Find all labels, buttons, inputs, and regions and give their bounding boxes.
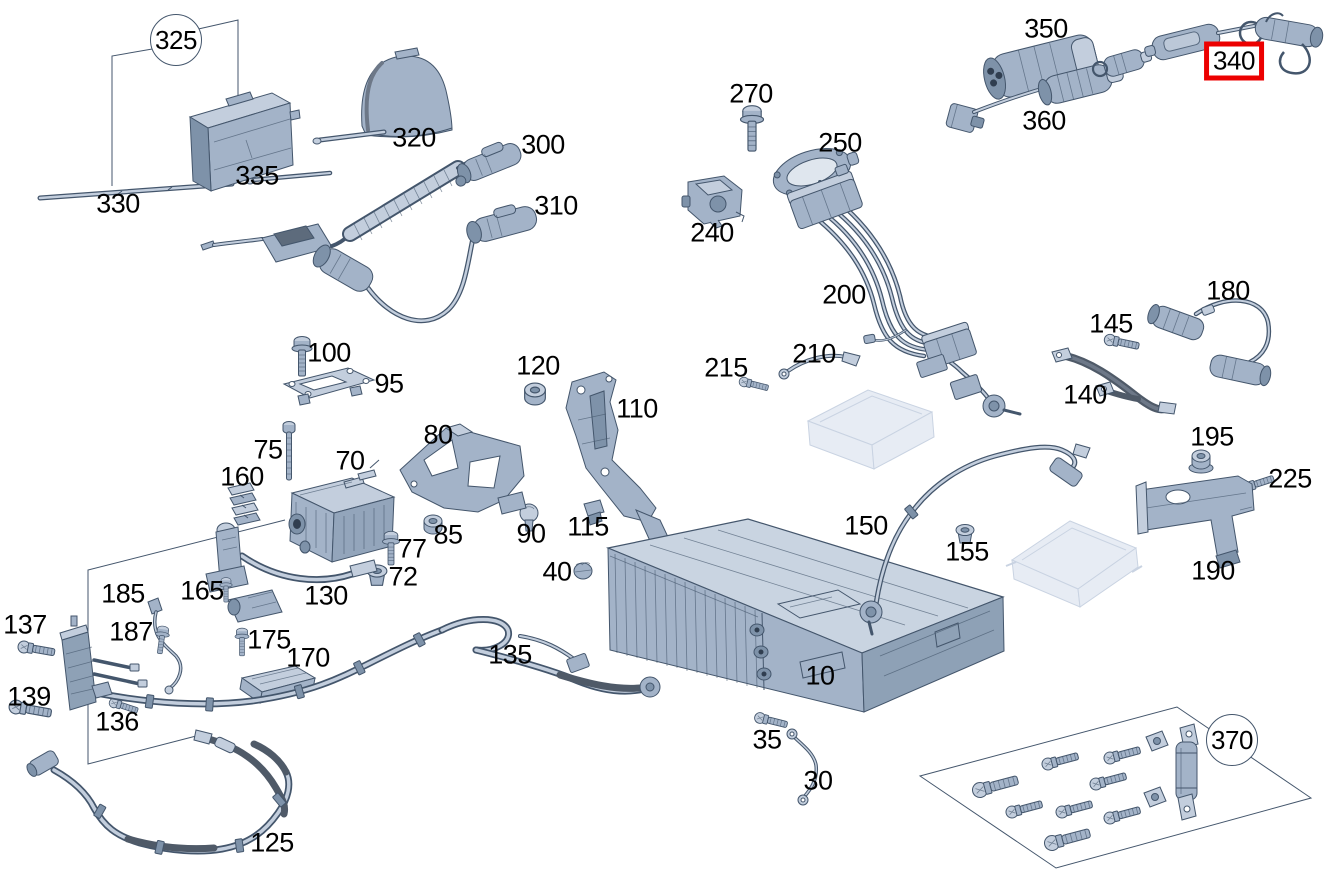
- callout-70[interactable]: 70: [335, 445, 365, 476]
- callout-187[interactable]: 187: [109, 616, 153, 647]
- callout-72[interactable]: 72: [388, 561, 418, 592]
- callout-110[interactable]: 110: [616, 393, 658, 424]
- callout-10[interactable]: 10: [805, 660, 835, 691]
- part-30-ground-cable: [786, 728, 819, 806]
- part-330-test-rod: [37, 170, 333, 201]
- callout-160[interactable]: 160: [220, 461, 264, 492]
- callout-195[interactable]: 195: [1190, 421, 1234, 452]
- part-340-cap-assembly: [1091, 12, 1324, 78]
- kit-370-outline: [918, 706, 1313, 869]
- part-180-jumper-cable: [1147, 298, 1272, 387]
- ghost-module-upper: [806, 389, 935, 470]
- part-300-charging-cable-coiled: [200, 141, 522, 263]
- callout-165[interactable]: 165: [180, 575, 224, 606]
- callout-130[interactable]: 130: [304, 580, 348, 611]
- part-200-hv-wiring-harness: [786, 163, 1022, 418]
- callout-40[interactable]: 40: [542, 556, 572, 587]
- callout-185[interactable]: 185: [101, 578, 145, 609]
- part-150-vent-cable: [859, 443, 1091, 636]
- callout-300[interactable]: 300: [521, 129, 565, 160]
- part-310-charging-cable: [312, 204, 538, 324]
- kit-370-fasteners: [970, 723, 1199, 853]
- callout-330[interactable]: 330: [96, 188, 140, 219]
- callout-137[interactable]: 137: [3, 609, 47, 640]
- callout-135[interactable]: 135: [488, 639, 532, 670]
- callout-240[interactable]: 240: [690, 217, 734, 248]
- callout-250[interactable]: 250: [818, 127, 862, 158]
- part-40-cap: [573, 562, 593, 580]
- callout-335[interactable]: 335: [235, 160, 279, 191]
- callout-35[interactable]: 35: [752, 724, 782, 755]
- part-10-hv-battery: [605, 518, 1005, 713]
- part-320-storage-pouch: [312, 47, 453, 145]
- part-125-main-harness: [26, 729, 293, 855]
- callout-155[interactable]: 155: [945, 536, 989, 567]
- part-370-fuse: [1175, 723, 1199, 821]
- callout-145[interactable]: 145: [1089, 308, 1133, 339]
- callout-75[interactable]: 75: [253, 434, 283, 465]
- callout-115[interactable]: 115: [567, 511, 609, 542]
- callout-325[interactable]: 325: [150, 14, 202, 66]
- callout-340[interactable]: 340: [1204, 41, 1264, 81]
- part-335-storage-case: [188, 91, 301, 192]
- callout-136[interactable]: 136: [95, 706, 139, 737]
- callout-200[interactable]: 200: [822, 279, 866, 310]
- callout-170[interactable]: 170: [286, 642, 330, 673]
- part-110-support-bracket: [565, 371, 669, 561]
- part-185-sensor-cable: [147, 597, 183, 695]
- callout-180[interactable]: 180: [1206, 275, 1250, 306]
- part-135-battery-harness: [91, 616, 661, 712]
- part-160-terminal-stack: [227, 482, 261, 526]
- part-80-bracket: [399, 423, 527, 515]
- part-240-actuator: [681, 175, 745, 229]
- callout-360[interactable]: 360: [1022, 105, 1066, 136]
- part-210-bonding-cable: [778, 351, 861, 380]
- callout-139[interactable]: 139: [7, 681, 51, 712]
- callout-95[interactable]: 95: [374, 368, 404, 399]
- callout-270[interactable]: 270: [729, 78, 773, 109]
- callout-30[interactable]: 30: [803, 765, 833, 796]
- callout-320[interactable]: 320: [392, 122, 436, 153]
- part-70-dcdc-converter: [288, 459, 396, 563]
- kit-325-leader-lines: [111, 19, 239, 186]
- callout-125[interactable]: 125: [250, 827, 294, 858]
- callout-150[interactable]: 150: [844, 510, 888, 541]
- callout-350[interactable]: 350: [1024, 13, 1068, 44]
- callout-90[interactable]: 90: [516, 518, 546, 549]
- callout-120[interactable]: 120: [516, 350, 560, 381]
- part-350-connector-sleeve: [983, 34, 1099, 100]
- callout-100[interactable]: 100: [307, 337, 351, 368]
- callout-80[interactable]: 80: [423, 419, 453, 450]
- callout-175[interactable]: 175: [247, 624, 291, 655]
- part-115-clip-bracket: [583, 499, 605, 526]
- callout-370[interactable]: 370: [1206, 714, 1258, 766]
- ghost-module-lower: [1005, 520, 1143, 608]
- callout-190[interactable]: 190: [1191, 555, 1235, 586]
- callout-85[interactable]: 85: [433, 519, 463, 550]
- callout-225[interactable]: 225: [1268, 463, 1312, 494]
- part-140-ground-strap: [1051, 347, 1177, 415]
- part-195-nut: [1188, 449, 1214, 474]
- callout-310[interactable]: 310: [534, 190, 578, 221]
- callout-140[interactable]: 140: [1063, 379, 1107, 410]
- part-95-mounting-plate: [282, 367, 376, 406]
- callout-215[interactable]: 215: [704, 352, 748, 383]
- part-190-cover-bracket: [1135, 475, 1255, 569]
- part-hv-distribution-block: [59, 615, 148, 711]
- part-75-long-bolt: [282, 421, 296, 481]
- callout-210[interactable]: 210: [792, 338, 836, 369]
- callout-77[interactable]: 77: [397, 533, 427, 564]
